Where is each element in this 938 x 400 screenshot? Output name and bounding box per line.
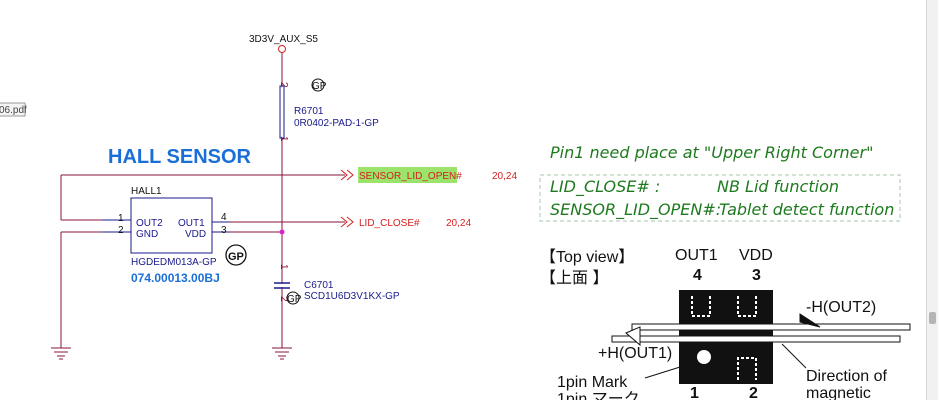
- pin1-mark: [697, 350, 711, 364]
- direction-leader: [781, 343, 807, 369]
- top-view-pin2: 2: [749, 385, 758, 400]
- wires: [60, 53, 345, 348]
- capacitor-pin-top: 1: [278, 264, 289, 270]
- capacitor-part: SCD1U6D3V1KX-GP: [304, 291, 400, 302]
- ground-symbol-left: [51, 347, 71, 360]
- pin-name-vdd: VDD: [185, 229, 206, 240]
- note-sensor-value: Tablet detect function: [719, 200, 894, 219]
- resistor-body: [279, 85, 285, 139]
- pin-number-2: 2: [118, 225, 124, 236]
- resistor-part: 0R0402-PAD-1-GP: [294, 118, 379, 129]
- vertical-scrollbar[interactable]: [926, 0, 938, 400]
- pin-number-1: 1: [118, 213, 124, 224]
- ground-symbol-right: [272, 347, 292, 360]
- hall-sensor-title: HALL SENSOR: [108, 146, 252, 168]
- hall-part: HGDEDM013A-GP: [131, 257, 217, 268]
- junction-dot: [279, 229, 285, 235]
- net-flag-sensor-lid-open: [340, 169, 354, 181]
- gp-badge-small-capacitor: GP: [286, 291, 302, 305]
- resistor-pin-top: 2: [278, 82, 289, 88]
- pdf-tab[interactable]: [0, 102, 26, 117]
- package-pads: [691, 296, 757, 380]
- note-lid-close-value: NB Lid function: [717, 177, 839, 196]
- note-lid-close-key: LID_CLOSE# :: [550, 177, 660, 197]
- top-view-label: 【Top view】: [540, 249, 634, 266]
- note-sensor-key: SENSOR_LID_OPEN#:: [550, 200, 721, 220]
- h-out2-label: -H(OUT2): [806, 299, 876, 316]
- net-sensor-lid-open[interactable]: SENSOR_LID_OPEN#: [359, 171, 462, 182]
- net-lid-close[interactable]: LID_CLOSE#: [359, 218, 420, 229]
- gp-badge-small-resistor: GP: [311, 78, 327, 92]
- svg-text:GP: GP: [228, 251, 244, 263]
- top-view-pin4: 4: [693, 267, 702, 284]
- net-flag-lid-close: [340, 216, 354, 228]
- capacitor-ref: C6701: [304, 280, 334, 291]
- gp-badge: GP: [225, 244, 247, 266]
- pin-mark-label-jp: 1pin マーク: [557, 390, 640, 400]
- pin-number-4: 4: [221, 212, 227, 223]
- top-view-out1: OUT1: [675, 247, 718, 264]
- power-terminal: [278, 45, 286, 53]
- capacitor-pin-bottom: 2: [278, 296, 289, 302]
- power-net-label: 3D3V_AUX_S5: [249, 34, 318, 45]
- hall-ic-body: [130, 197, 213, 254]
- field-arrows: [611, 313, 911, 347]
- top-view-pin1: 1: [690, 385, 699, 400]
- top-view-vdd: VDD: [739, 247, 773, 264]
- magnetic-label: magnetic: [806, 385, 871, 400]
- ic-pin-stubs: [102, 219, 230, 233]
- resistor-pin-bottom: 1: [278, 136, 289, 142]
- note-pin1: Pin1 need place at "Upper Right Corner": [550, 143, 873, 162]
- pin-name-out2: OUT2: [136, 218, 163, 229]
- scrollbar-thumb[interactable]: [929, 312, 936, 324]
- direction-label: Direction of: [806, 368, 887, 385]
- net-sensor-lid-open-pages: 20,24: [492, 171, 517, 182]
- pin-name-gnd: GND: [136, 229, 158, 240]
- pin-mark-label: 1pin Mark: [557, 374, 628, 391]
- top-view-label-jp: 【上面 】: [540, 269, 608, 287]
- net-highlight: [358, 167, 457, 183]
- pin-mark-leader: [644, 361, 697, 379]
- pin-number-3: 3: [221, 225, 227, 236]
- net-lid-close-pages: 20,24: [446, 218, 471, 229]
- h-out1-label: +H(OUT1): [598, 345, 672, 362]
- top-view-pin3: 3: [752, 267, 761, 284]
- capacitor-body: [274, 282, 290, 289]
- svg-text:GP: GP: [312, 81, 327, 92]
- svg-text:GP: GP: [287, 294, 302, 305]
- hall-part-number: 074.00013.00BJ: [131, 271, 220, 285]
- pin-name-out1: OUT1: [178, 218, 205, 229]
- pdf-tab-label[interactable]: 06.pdf: [0, 105, 27, 116]
- resistor-ref: R6701: [294, 106, 324, 117]
- hall-ref: HALL1: [131, 186, 162, 197]
